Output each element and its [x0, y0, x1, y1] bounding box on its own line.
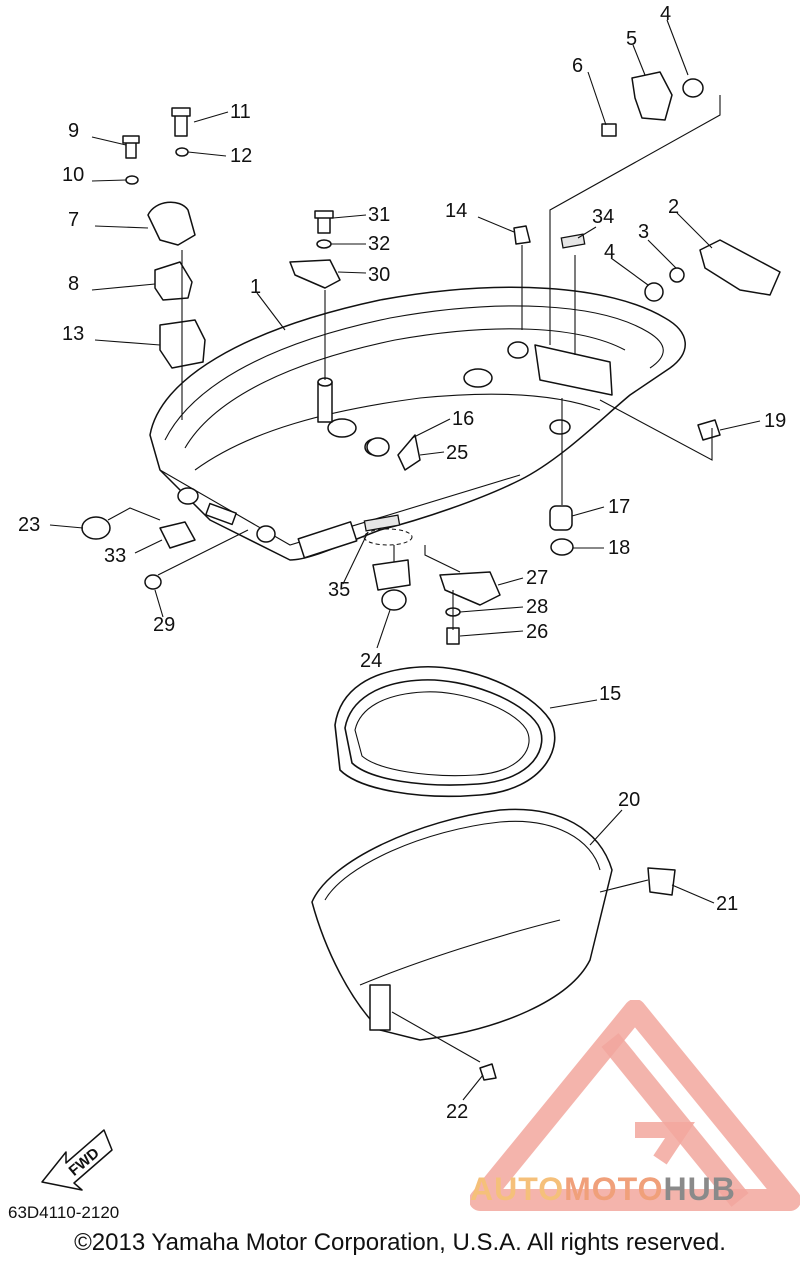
- part-number-31: 31: [368, 204, 390, 226]
- part-number-25: 25: [446, 442, 468, 464]
- leader-lines: [49, 19, 761, 1101]
- part-number-13: 13: [62, 323, 84, 345]
- part-number-5: 5: [626, 28, 637, 50]
- copyright-notice: ©2013 Yamaha Motor Corporation, U.S.A. A…: [74, 1229, 726, 1256]
- bottom-cowling: [149, 286, 686, 561]
- watermark-hub: HUB: [663, 1171, 735, 1207]
- part-number-33: 33: [104, 545, 126, 567]
- part-number-14: 14: [445, 200, 467, 222]
- part-number-22: 22: [446, 1101, 468, 1123]
- part-number-26: 26: [526, 621, 548, 643]
- part-number-15: 15: [599, 683, 621, 705]
- part-number-8: 8: [68, 273, 79, 295]
- part-number-6: 6: [572, 55, 583, 77]
- part-number-3: 3: [638, 221, 649, 243]
- part-number-11: 11: [230, 101, 251, 123]
- part-number-10: 10: [62, 164, 84, 186]
- part-number-4: 4: [604, 241, 615, 263]
- part-number-1: 1: [250, 276, 261, 298]
- part-number-17: 17: [608, 496, 630, 518]
- part-number-21: 21: [716, 893, 738, 915]
- fwd-arrow: FWD: [41, 1129, 113, 1191]
- part-number-19: 19: [764, 410, 786, 432]
- svg-text:AUTOMOTOHUB: AUTOMOTOHUB: [470, 1171, 736, 1207]
- part-number-12: 12: [230, 145, 252, 167]
- part-number-28: 28: [526, 596, 548, 618]
- part-number-7: 7: [68, 209, 79, 231]
- part-number-34: 34: [592, 206, 614, 228]
- part-number-29: 29: [153, 614, 175, 636]
- part-number-30: 30: [368, 264, 390, 286]
- watermark-auto: AUTO: [470, 1171, 564, 1207]
- part-number-2: 2: [668, 196, 679, 218]
- part-number-32: 32: [368, 233, 390, 255]
- part-number-23: 23: [18, 514, 40, 536]
- part-number-20: 20: [618, 789, 640, 811]
- drawing-code: 63D4110-2120: [8, 1203, 120, 1222]
- part-number-27: 27: [526, 567, 548, 589]
- part-number-18: 18: [608, 537, 630, 559]
- part-number-9: 9: [68, 120, 79, 142]
- small-parts: [81, 71, 781, 1081]
- part-number-24: 24: [360, 650, 382, 672]
- part-labels: 1234456789101112131415161718192021222324…: [18, 3, 786, 1123]
- bottom-tray: [311, 808, 613, 1041]
- watermark-logo: AUTOMOTOHUB: [470, 1000, 800, 1211]
- part-number-35: 35: [328, 579, 350, 601]
- seal-ring: [334, 666, 556, 798]
- part-number-16: 16: [452, 408, 474, 430]
- part-number-4: 4: [660, 3, 671, 25]
- watermark-moto: MOTO: [564, 1171, 663, 1207]
